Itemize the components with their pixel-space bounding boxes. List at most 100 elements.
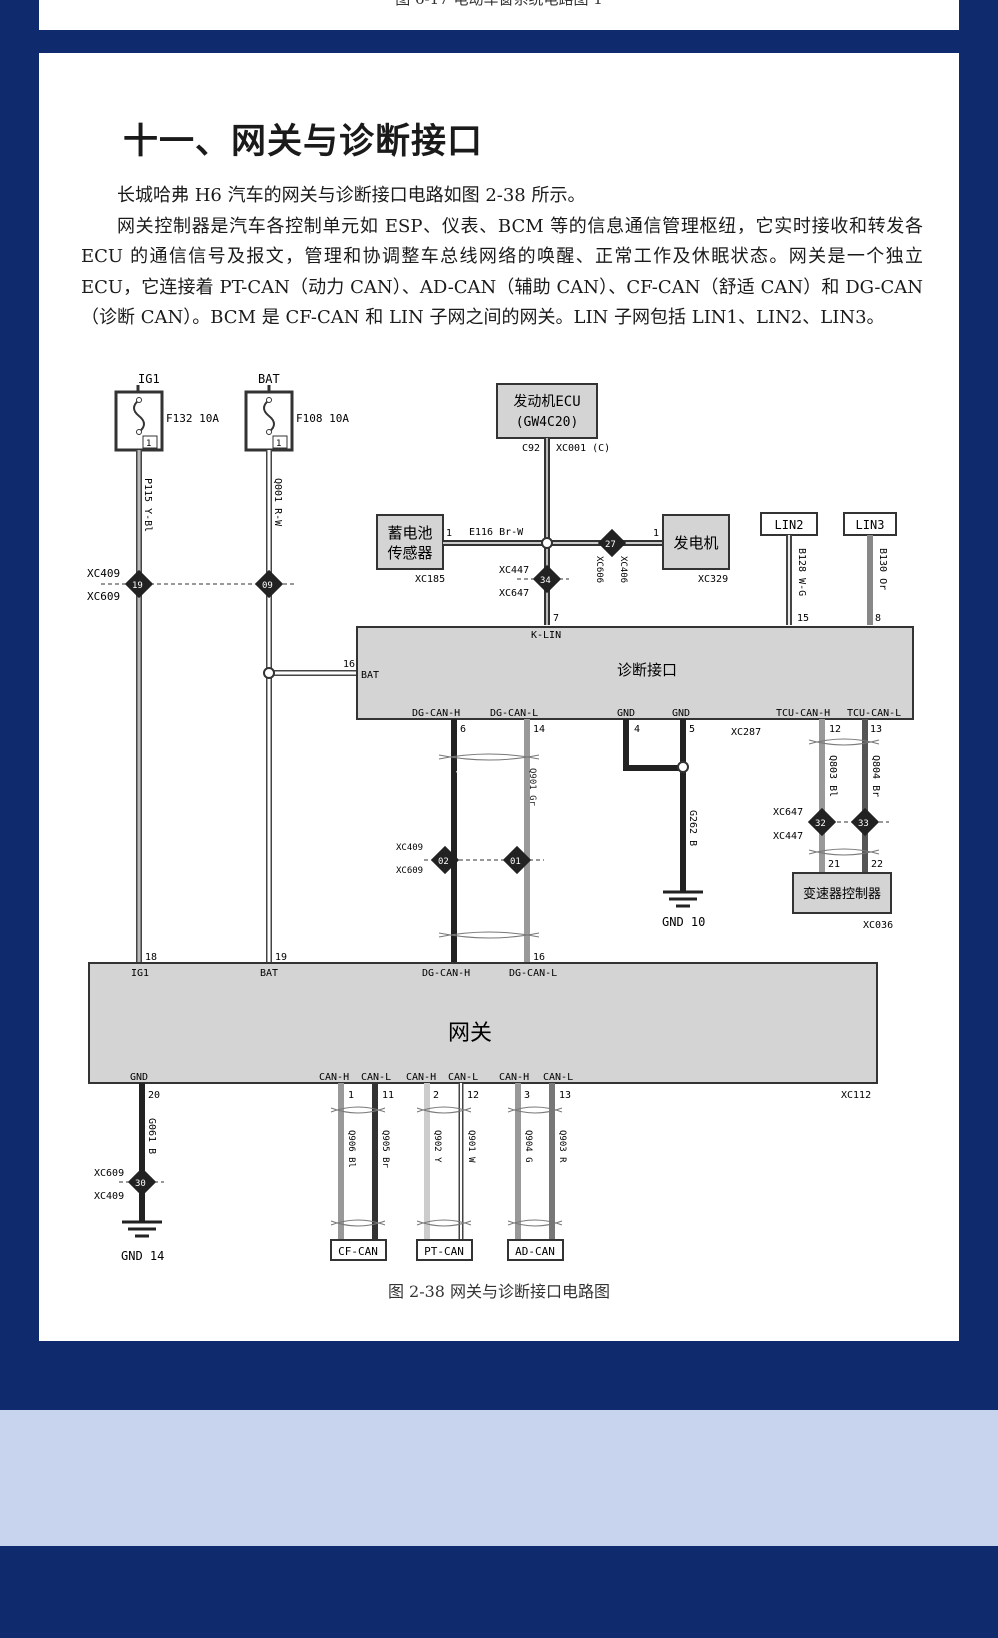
svg-text:DG-CAN-H: DG-CAN-H xyxy=(412,708,460,719)
previous-page-card: 图 6-17 电动车窗系统电路图 1 xyxy=(39,0,959,30)
svg-text:E116 Br-W: E116 Br-W xyxy=(469,527,524,538)
svg-text:C92: C92 xyxy=(522,443,540,454)
svg-text:XC609: XC609 xyxy=(87,590,120,603)
svg-text:Q803 Bl: Q803 Bl xyxy=(827,755,838,797)
svg-text:Q804 Br: Q804 Br xyxy=(870,755,881,797)
svg-text:34: 34 xyxy=(540,576,551,586)
svg-text:XC036: XC036 xyxy=(863,920,893,931)
svg-text:XC001 (C): XC001 (C) xyxy=(556,443,610,454)
section-title: 十一、网关与诊断接口 xyxy=(123,122,484,162)
can-bus-connectors: CF-CAN PT-CAN AD-CAN xyxy=(330,1239,564,1261)
svg-text:K-LIN: K-LIN xyxy=(531,630,561,641)
svg-text:XC606: XC606 xyxy=(594,556,604,583)
svg-text:01: 01 xyxy=(510,857,521,867)
svg-text:Q901 Gr: Q901 Gr xyxy=(527,768,537,807)
svg-text:12: 12 xyxy=(467,1090,479,1101)
diagnostic-connector: K-LIN 诊断接口 16 BAT DG-CAN-H DG-CAN-L GND … xyxy=(343,626,914,738)
svg-text:LIN2: LIN2 xyxy=(775,518,804,532)
svg-text:16: 16 xyxy=(343,659,355,670)
svg-text:27: 27 xyxy=(605,540,616,550)
paragraph: 网关控制器是汽车各控制单元如 ESP、仪表、BCM 等的信息通信管理枢纽，它实时… xyxy=(81,215,923,329)
fuse-bat: BAT 1 F108 10A xyxy=(244,372,349,452)
promo-banner: 资料全面 操作更轻 xyxy=(0,1410,998,1634)
figure-caption: 图 2-38 网关与诊断接口电路图 xyxy=(387,1282,611,1301)
svg-text:14: 14 xyxy=(533,724,545,735)
svg-text:1: 1 xyxy=(146,439,151,449)
engine-ecu: 发动机ECU (GW4C20) C92 XC001 (C) xyxy=(496,383,610,625)
svg-text:22: 22 xyxy=(871,859,883,870)
svg-text:XC609: XC609 xyxy=(94,1168,124,1179)
promo-title: 资料全面 操作更轻 xyxy=(130,1544,908,1634)
svg-text:Q902 Br: Q902 Br xyxy=(454,768,464,807)
svg-text:7: 7 xyxy=(553,613,559,624)
document-page: 十一、网关与诊断接口 长城哈弗 H6 汽车的网关与诊断接口电路如图 2-38 所… xyxy=(39,53,959,1341)
svg-text:AD-CAN: AD-CAN xyxy=(515,1245,555,1258)
svg-text:XC185: XC185 xyxy=(415,574,445,585)
dg-can-wires: Q902 Br Q901 Gr XC409 XC609 02 01 16 xyxy=(396,719,545,963)
svg-text:IG1: IG1 xyxy=(138,372,160,386)
svg-text:XC647: XC647 xyxy=(499,588,529,599)
svg-text:GND: GND xyxy=(672,708,690,719)
svg-text:蓄电池: 蓄电池 xyxy=(387,524,432,542)
svg-text:网关: 网关 xyxy=(448,1021,492,1046)
svg-text:1: 1 xyxy=(276,439,281,449)
circuit-diagram: IG1 1 F132 10A BAT 1 F108 10A xyxy=(87,372,914,1263)
svg-text:8: 8 xyxy=(875,613,881,624)
svg-text:1: 1 xyxy=(653,528,659,539)
svg-text:F132 10A: F132 10A xyxy=(166,412,219,425)
gateway-ground: G061 B XC609 XC409 30 GND 14 xyxy=(94,1083,164,1263)
svg-text:18: 18 xyxy=(145,952,157,963)
e116-wire: E116 Br-W 27 XC406 XC606 1 xyxy=(443,527,663,583)
svg-text:Q906 Bl: Q906 Bl xyxy=(346,1130,356,1168)
svg-text:F108 10A: F108 10A xyxy=(296,412,349,425)
svg-text:15: 15 xyxy=(797,613,809,624)
svg-text:P115 Y-Bl: P115 Y-Bl xyxy=(142,478,153,532)
svg-text:Q904 G: Q904 G xyxy=(523,1130,533,1163)
svg-text:3: 3 xyxy=(524,1090,530,1101)
svg-text:5: 5 xyxy=(689,724,695,735)
svg-text:XC409: XC409 xyxy=(87,567,120,580)
svg-text:LIN3: LIN3 xyxy=(856,518,885,532)
svg-text:XC409: XC409 xyxy=(94,1191,124,1202)
svg-text:DG-CAN-L: DG-CAN-L xyxy=(509,968,557,979)
svg-text:11: 11 xyxy=(382,1090,394,1101)
svg-text:21: 21 xyxy=(828,859,840,870)
svg-text:Q903 R: Q903 R xyxy=(557,1130,567,1163)
svg-text:33: 33 xyxy=(858,819,869,829)
svg-text:19: 19 xyxy=(132,581,143,591)
svg-text:XC287: XC287 xyxy=(731,727,761,738)
svg-text:CAN-L: CAN-L xyxy=(543,1072,573,1083)
svg-text:XC447: XC447 xyxy=(773,831,803,842)
svg-text:Q905 Br: Q905 Br xyxy=(380,1130,390,1169)
svg-text:2: 2 xyxy=(433,1090,439,1101)
power-wires: P115 Y-Bl Q001 R-W XC409 XC609 19 09 xyxy=(87,450,357,963)
svg-text:GND: GND xyxy=(617,708,635,719)
svg-text:13: 13 xyxy=(559,1090,571,1101)
k-lin-splice: 34 XC447 XC647 7 xyxy=(499,564,569,624)
svg-text:30: 30 xyxy=(135,1179,146,1189)
svg-text:诊断接口: 诊断接口 xyxy=(617,661,677,679)
previous-figure-caption: 图 6-17 电动车窗系统电路图 1 xyxy=(39,0,959,9)
can-bus-wires: Q906 Bl Q905 Br Q902 Y Q901 W Q904 G Q90… xyxy=(330,1083,567,1240)
transmission-controller: 变速器控制器 XC036 xyxy=(792,872,893,931)
svg-text:G061 B: G061 B xyxy=(146,1118,157,1154)
svg-text:13: 13 xyxy=(870,724,882,735)
body-text: 长城哈弗 H6 汽车的网关与诊断接口电路如图 2-38 所示。 网关控制器是汽车… xyxy=(81,181,923,334)
svg-text:TCU-CAN-L: TCU-CAN-L xyxy=(847,708,901,719)
svg-text:20: 20 xyxy=(148,1090,160,1101)
svg-text:4: 4 xyxy=(634,724,640,735)
svg-text:CAN-H: CAN-H xyxy=(499,1072,529,1083)
fuse-ig1: IG1 1 F132 10A xyxy=(114,372,219,452)
svg-text:XC112: XC112 xyxy=(841,1090,871,1101)
svg-text:PT-CAN: PT-CAN xyxy=(424,1245,464,1258)
svg-text:G262 B: G262 B xyxy=(687,810,698,846)
svg-text:32: 32 xyxy=(815,819,826,829)
svg-text:02: 02 xyxy=(438,857,449,867)
svg-text:GND: GND xyxy=(130,1072,148,1083)
svg-text:XC409: XC409 xyxy=(396,843,423,853)
svg-text:B130 Or: B130 Or xyxy=(877,548,888,590)
svg-text:IG1: IG1 xyxy=(131,968,149,979)
svg-text:XC647: XC647 xyxy=(773,807,803,818)
svg-text:1: 1 xyxy=(446,528,452,539)
svg-text:GND 14: GND 14 xyxy=(121,1249,164,1263)
